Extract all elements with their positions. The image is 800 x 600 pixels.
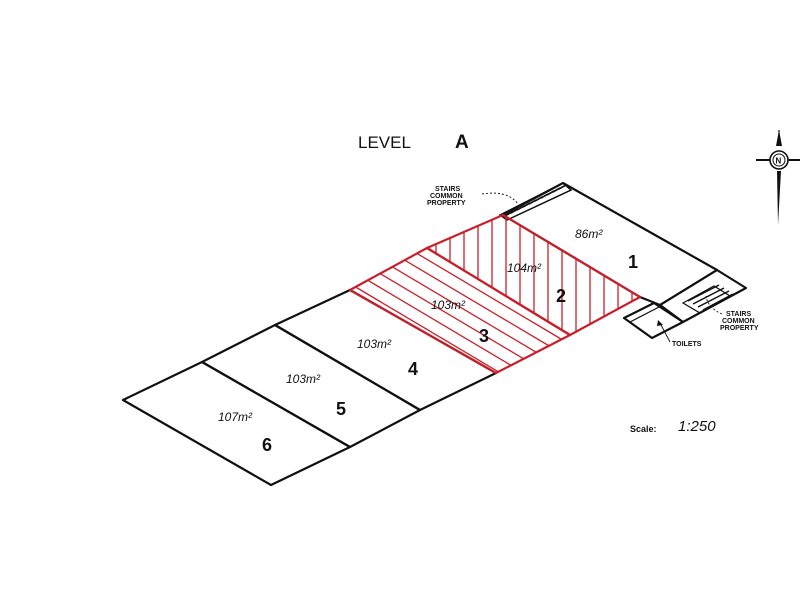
unit-3-hatching — [350, 248, 570, 373]
unit-5-area: 103m² — [286, 372, 321, 386]
stairs-top-label-2: COMMON — [430, 193, 463, 200]
unit-3-number: 3 — [479, 326, 489, 346]
stairs-right-label-2: COMMON — [722, 318, 755, 325]
toilets-leader — [659, 322, 671, 343]
unit-5-number: 5 — [336, 399, 346, 419]
toilets-label: TOILETS — [672, 341, 702, 348]
scale-value: 1:250 — [678, 418, 716, 435]
stairs-top-label-1: STAIRS — [435, 186, 460, 193]
unit-6-area: 107m² — [218, 410, 253, 424]
level-letter: A — [455, 132, 469, 153]
stairs-top-label-3: PROPERTY — [427, 200, 466, 207]
north-letter: N — [776, 157, 782, 166]
unit-3-outline — [348, 246, 572, 375]
stairs-right-label-1: STAIRS — [726, 311, 751, 318]
scale-label: Scale: — [630, 424, 657, 434]
north-arrow-icon: N — [756, 130, 800, 225]
unit-1-area: 86m² — [575, 227, 603, 241]
unit-4-area: 103m² — [357, 337, 392, 351]
unit-1-number: 1 — [628, 252, 638, 272]
stairs-top — [498, 182, 573, 221]
annex-stairs-toilets — [622, 268, 748, 340]
unit-3-area: 103m² — [431, 298, 466, 312]
stairs-right-label-3: PROPERTY — [720, 325, 759, 332]
stairs-right-leader — [705, 295, 723, 315]
stairs-top-leader — [481, 192, 519, 205]
unit-2-area: 104m² — [507, 261, 542, 275]
unit-6-number: 6 — [262, 435, 272, 455]
level-title: LEVEL — [358, 133, 411, 152]
unit-2-hatching — [435, 215, 633, 335]
unit-2-number: 2 — [556, 286, 566, 306]
unit-4-number: 4 — [408, 359, 418, 379]
